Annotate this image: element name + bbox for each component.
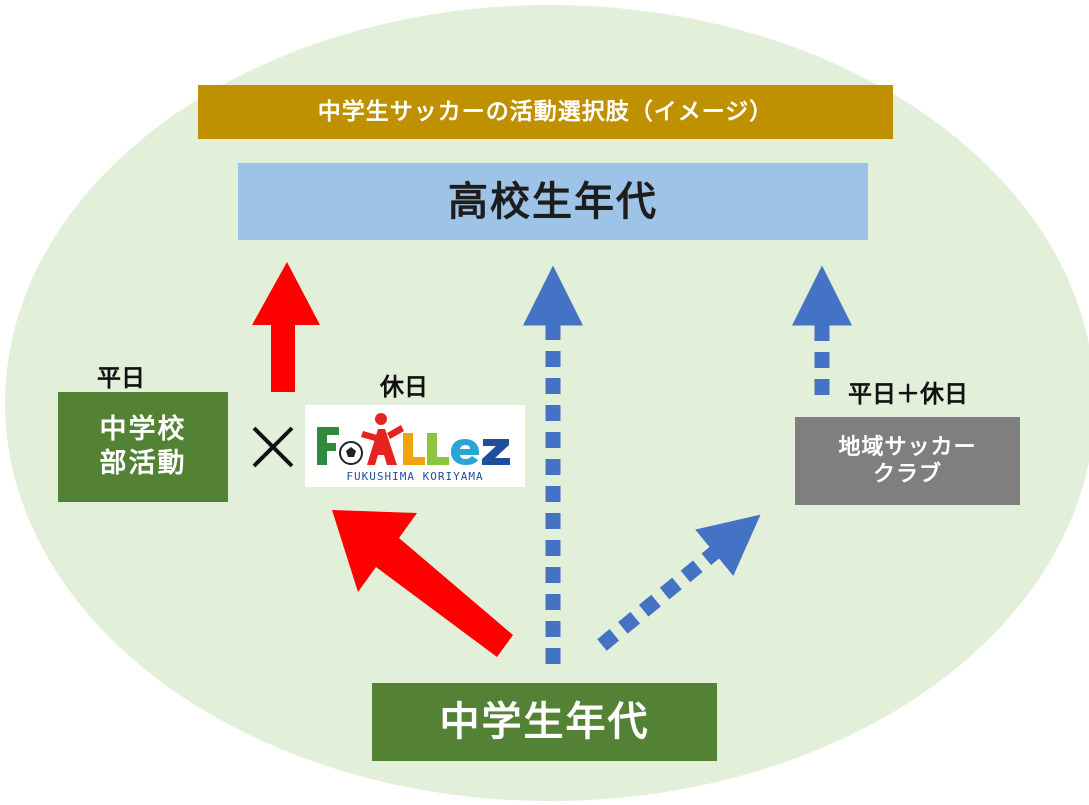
high-school-box: 高校生年代 (238, 163, 868, 240)
logo-subtext: FUKUSHIMA KORIYAMA (346, 470, 483, 483)
title-banner: 中学生サッカーの活動選択肢（イメージ） (198, 85, 893, 139)
local-club-line1: 地域サッカー (838, 434, 977, 460)
weekday-holiday-label: 平日＋休日 (848, 380, 968, 408)
school-club-box: 中学校 部活動 (58, 392, 228, 502)
junior-high-box: 中学生年代 (372, 683, 717, 761)
school-club-line1: 中学校 (99, 414, 187, 446)
multiplication-sign-icon (252, 426, 294, 468)
local-club-box: 地域サッカー クラブ (795, 417, 1020, 505)
fc-allez-logo: FUKUSHIMA KORIYAMA (305, 405, 525, 487)
weekday-label: 平日 (97, 364, 145, 392)
fc-allez-logo-graphic: FUKUSHIMA KORIYAMA (317, 413, 510, 483)
holiday-label: 休日 (380, 373, 428, 401)
title-text: 中学生サッカーの活動選択肢（イメージ） (317, 98, 774, 125)
red-arrow-up (252, 262, 320, 392)
junior-high-text: 中学生年代 (439, 699, 650, 745)
high-school-text: 高校生年代 (448, 178, 658, 225)
local-club-line2: クラブ (872, 462, 942, 487)
red-arrow-diagonal (332, 510, 513, 657)
school-club-line2: 部活動 (99, 448, 187, 479)
